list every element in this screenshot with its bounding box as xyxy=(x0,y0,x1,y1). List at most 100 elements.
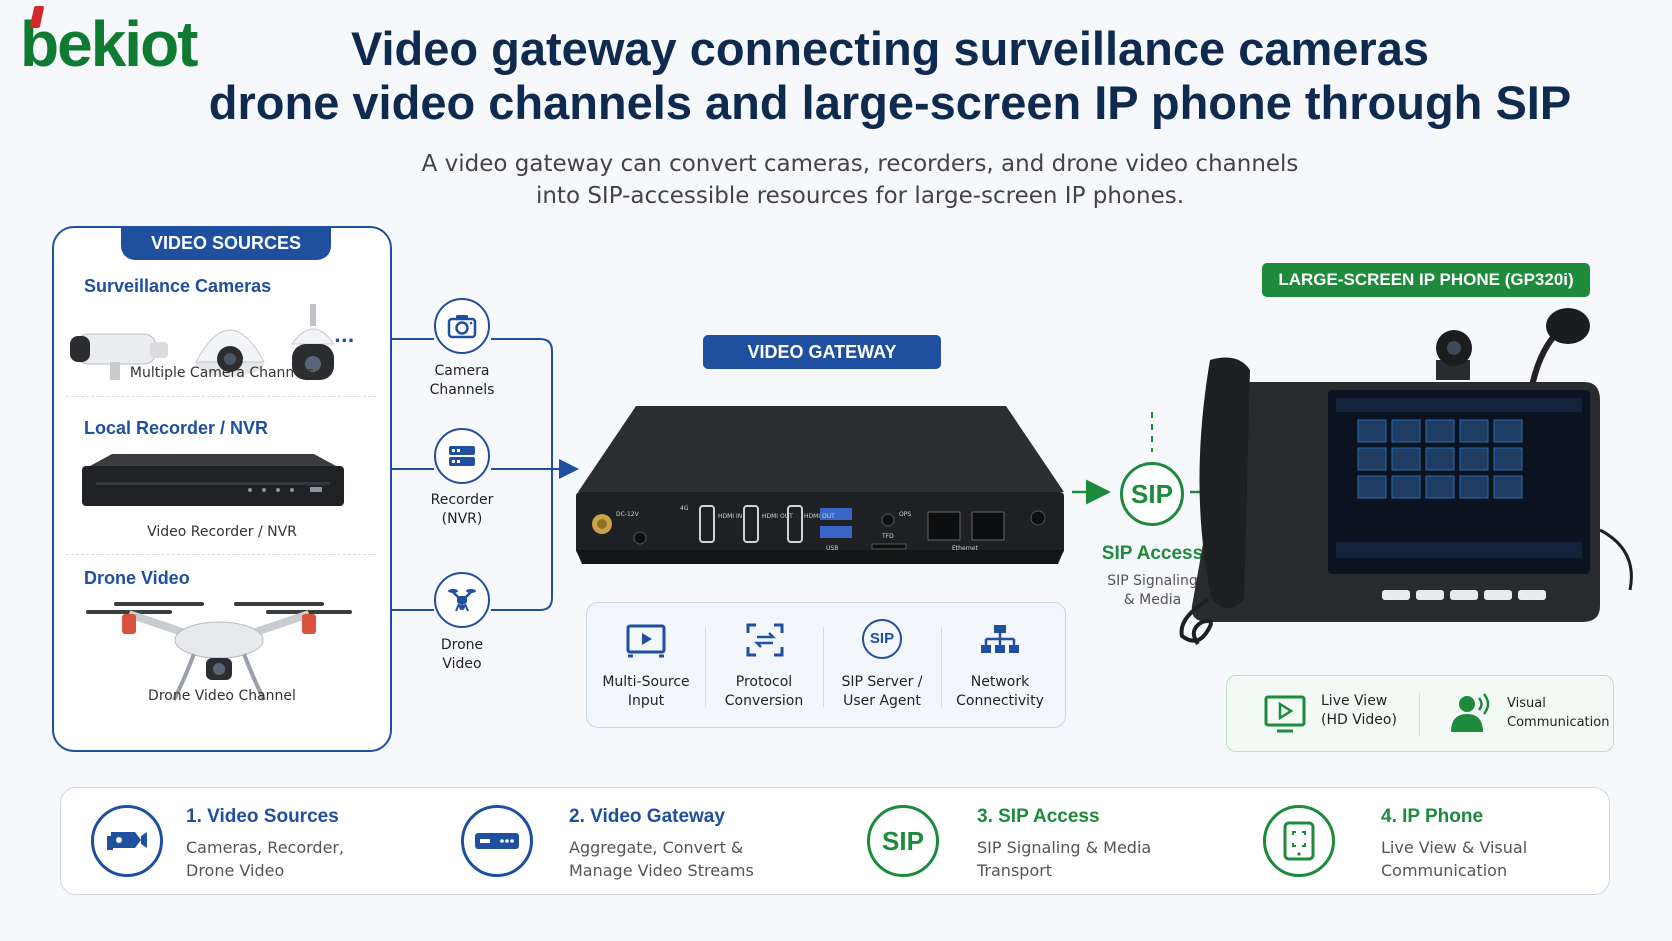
sip-access-title: SIP Access xyxy=(1101,543,1204,564)
feature-label-2: User Agent xyxy=(843,693,921,709)
feature-sip-server: SIP SIP Server / User Agent xyxy=(823,603,941,729)
step-3-description: SIP Signaling & Media Transport xyxy=(977,836,1151,882)
feature-label-1: Network xyxy=(970,674,1030,690)
phone-features-panel: Live View (HD Video) Visual Communicatio… xyxy=(1226,675,1614,752)
step-1-line-1: Cameras, Recorder, xyxy=(186,838,345,857)
step-ip-phone-node xyxy=(1263,805,1335,877)
step-video-sources-node xyxy=(91,805,163,877)
video-input-icon xyxy=(626,624,666,658)
feature-divider xyxy=(941,627,942,707)
feature-multi-source: Multi-Source Input xyxy=(587,603,705,729)
video-sources-header: VIDEO SOURCES xyxy=(121,226,331,260)
drone-icon xyxy=(448,589,476,612)
visual-communication-icon xyxy=(1451,693,1490,732)
visual-communication-label: Visual Communication xyxy=(1507,694,1609,732)
drone-channel-label-2: Video xyxy=(442,656,482,672)
feature-network: Network Connectivity xyxy=(941,603,1059,729)
drone-image xyxy=(86,602,352,701)
feature-divider xyxy=(705,627,706,707)
drone-channel-label-1: Drone xyxy=(440,637,484,653)
subtitle-line-2: into SIP-accessible resources for large-… xyxy=(535,183,1185,209)
recorder-title: Local Recorder / NVR xyxy=(84,418,269,438)
camera-channel-node xyxy=(434,298,490,354)
subtitle-line-1: A video gateway can convert cameras, rec… xyxy=(421,151,1299,177)
live-view-icon xyxy=(1264,695,1306,733)
nvr-device-image xyxy=(82,454,344,506)
step-3-title: 3. SIP Access xyxy=(977,806,1100,827)
port-label: DC-12V xyxy=(616,511,640,518)
recorder-channel-label-2: (NVR) xyxy=(441,511,483,527)
step-2-title: 2. Video Gateway xyxy=(569,806,725,827)
recorder-channel-label: Recorder (NVR) xyxy=(407,491,517,529)
section-divider xyxy=(66,396,376,397)
drone-caption: Drone Video Channel xyxy=(148,688,296,704)
camera-channel-label: Camera Channels xyxy=(407,362,517,400)
more-cameras-indicator: ... xyxy=(334,326,355,347)
drone-title: Drone Video xyxy=(84,568,190,588)
step-2-description: Aggregate, Convert & Manage Video Stream… xyxy=(569,836,754,882)
feature-label-1: SIP Server / xyxy=(841,674,923,690)
port-label: Ethernet xyxy=(952,545,978,552)
surveillance-caption: Multiple Camera Channels xyxy=(129,365,315,381)
feature-label-1: Protocol xyxy=(735,674,793,690)
page-title: Video gateway connecting surveillance ca… xyxy=(200,22,1580,130)
feature-label-2: Conversion xyxy=(724,693,804,709)
port-label: HDMI OUT xyxy=(762,513,793,520)
step-4-line-2: Communication xyxy=(1381,861,1508,880)
step-2-line-1: Aggregate, Convert & xyxy=(569,838,744,857)
surveillance-cameras-title: Surveillance Cameras xyxy=(84,276,272,296)
port-label: TFD xyxy=(881,533,894,540)
live-view-label: Live View (HD Video) xyxy=(1321,692,1397,730)
video-gateway-header: VIDEO GATEWAY xyxy=(703,335,941,369)
recorder-channel-node xyxy=(434,428,490,484)
step-1-description: Cameras, Recorder, Drone Video xyxy=(186,836,344,882)
tablet-phone-icon xyxy=(1283,821,1315,861)
section-divider xyxy=(66,554,376,555)
live-view-label-1: Live View xyxy=(1321,693,1388,709)
network-icon xyxy=(981,625,1019,653)
feature-label-2: Connectivity xyxy=(956,693,1044,709)
ip-phone-device xyxy=(1179,308,1633,646)
feature-label: Multi-Source Input xyxy=(587,673,705,711)
sip-sub-line-2: & Media xyxy=(1123,592,1182,608)
port-label: OPS xyxy=(899,511,911,518)
drone-channel-node xyxy=(434,572,490,628)
sip-access-subtitle: SIP Signaling & Media xyxy=(1080,572,1225,610)
video-sources-panel: VIDEO SOURCES Surveillance Cameras ... M… xyxy=(52,226,392,752)
step-sip-node: SIP xyxy=(867,805,939,877)
sip-icon: SIP xyxy=(862,619,902,659)
feature-divider xyxy=(823,627,824,707)
step-3-line-1: SIP Signaling & Media xyxy=(977,838,1152,857)
title-line-1: Video gateway connecting surveillance ca… xyxy=(351,22,1429,75)
page-subtitle: A video gateway can convert cameras, rec… xyxy=(300,148,1420,212)
step-1-title: 1. Video Sources xyxy=(186,806,339,827)
port-label: 4G xyxy=(680,505,689,512)
sip-sub-line-1: SIP Signaling xyxy=(1107,573,1198,589)
cctv-camera-icon xyxy=(107,832,147,850)
port-label: HDMI OUT xyxy=(804,513,835,520)
workflow-strip: 1. Video Sources Cameras, Recorder, Dron… xyxy=(60,787,1610,895)
feature-label: SIP Server / User Agent xyxy=(823,673,941,711)
step-3-line-2: Transport xyxy=(977,861,1053,880)
gateway-features-panel: Multi-Source Input Protocol Conversion S… xyxy=(586,602,1066,728)
step-4-title: 4. IP Phone xyxy=(1381,806,1484,827)
port-label: HDMI IN xyxy=(718,513,742,520)
recorder-caption: Video Recorder / NVR xyxy=(147,524,297,540)
feature-label-2: Input xyxy=(627,693,665,709)
logo-text: bekiot xyxy=(20,8,198,80)
feature-protocol-conversion: Protocol Conversion xyxy=(705,603,823,729)
visual-communication-label-2: Communication xyxy=(1507,715,1610,730)
sip-access-badge: SIP xyxy=(1120,462,1184,526)
title-line-2: drone video channels and large-screen IP… xyxy=(208,76,1572,129)
feature-label: Network Connectivity xyxy=(941,673,1059,711)
step-video-gateway-node xyxy=(461,805,533,877)
gateway-box-icon xyxy=(475,833,519,849)
camera-channel-label-1: Camera xyxy=(434,363,490,379)
phone-feature-divider xyxy=(1419,692,1420,736)
step-2-line-2: Manage Video Streams xyxy=(569,861,754,880)
port-label: USB xyxy=(826,545,838,552)
camera-icon xyxy=(447,315,477,339)
camera-channel-label-2: Channels xyxy=(429,382,495,398)
recorder-channel-label-1: Recorder xyxy=(430,492,494,508)
drone-channel-label: Drone Video xyxy=(407,636,517,674)
